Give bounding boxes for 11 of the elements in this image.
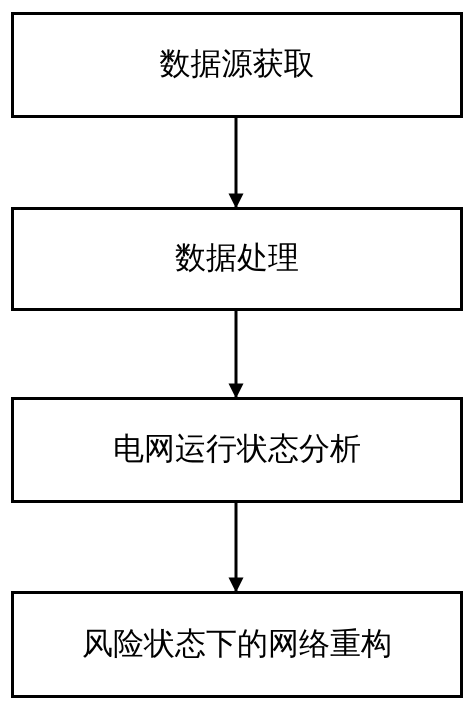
process-box (11, 591, 463, 698)
step-label: 数据处理 (175, 240, 299, 278)
arrow (228, 118, 244, 208)
step-label: 数据源获取 (160, 46, 314, 84)
step-label: 风险状态下的网络重构 (82, 626, 392, 664)
process-box (11, 397, 463, 503)
step-label: 电网运行状态分析 (113, 431, 361, 469)
process-box (11, 207, 463, 311)
process-box (11, 12, 463, 118)
arrow (228, 311, 244, 398)
arrow (228, 503, 244, 592)
